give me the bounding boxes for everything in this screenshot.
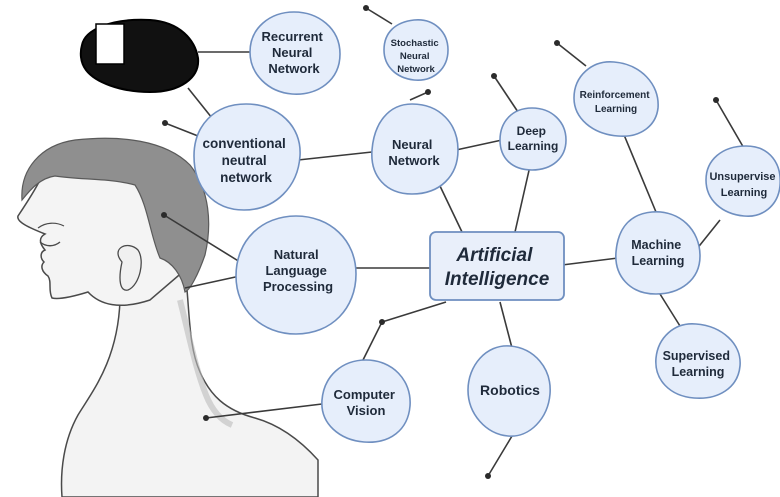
node-artificial-intelligence: Artificial Intelligence	[429, 231, 565, 301]
svg-text:Deep Learning: Deep Learning	[508, 124, 559, 153]
node-reinforcement-learning: Reinforcement Learning	[573, 61, 659, 137]
node-robotics: Robotics	[467, 345, 551, 437]
svg-text:Supervised Learning: Supervised Learning	[663, 349, 734, 379]
svg-text:Machine Learning: Machine Learning	[631, 238, 685, 268]
svg-text:Robotics: Robotics	[480, 382, 540, 398]
node-recurrent-neural-network: Recurrent Neural Network	[249, 11, 341, 95]
node-supervised-learning: Supervised Learning	[655, 323, 741, 399]
node-machine-learning: Machine Learning	[615, 211, 701, 295]
phone-device-icon	[79, 18, 200, 94]
svg-text:Computer Vision: Computer Vision	[333, 387, 398, 418]
svg-text:Neural Network: Neural Network	[388, 137, 440, 168]
node-unsupervised-learning: Unsupervise Learning	[705, 145, 780, 217]
svg-text:Artificial Intelligence: Artificial Intelligence	[445, 245, 550, 290]
node-computer-vision: Computer Vision	[321, 359, 411, 443]
svg-text:Recurrent Neural N: Recurrent Neural Network	[261, 29, 326, 76]
node-natural-language-processing: Natural Language Processing	[235, 215, 357, 335]
node-neural-network: Neural Network	[371, 103, 459, 195]
connector-lines	[161, 5, 746, 479]
svg-text:Natural Language P: Natural Language Processing	[263, 247, 333, 294]
node-conventional-neutral-network: conventional neutral network	[193, 103, 301, 211]
svg-text:Reinforcement Learning: Reinforcement Learning	[580, 90, 653, 115]
svg-text:conventional neutral: conventional neutral network	[202, 136, 289, 185]
node-deep-learning: Deep Learning	[499, 107, 567, 171]
node-stochastic-neural-network: Stochastic Neural Network	[383, 19, 449, 81]
svg-text:Stochastic Neural: Stochastic Neural Network	[391, 38, 442, 75]
head-silhouette	[17, 137, 319, 497]
svg-text:Unsupervise Learning: Unsupervise Learning	[709, 171, 778, 199]
